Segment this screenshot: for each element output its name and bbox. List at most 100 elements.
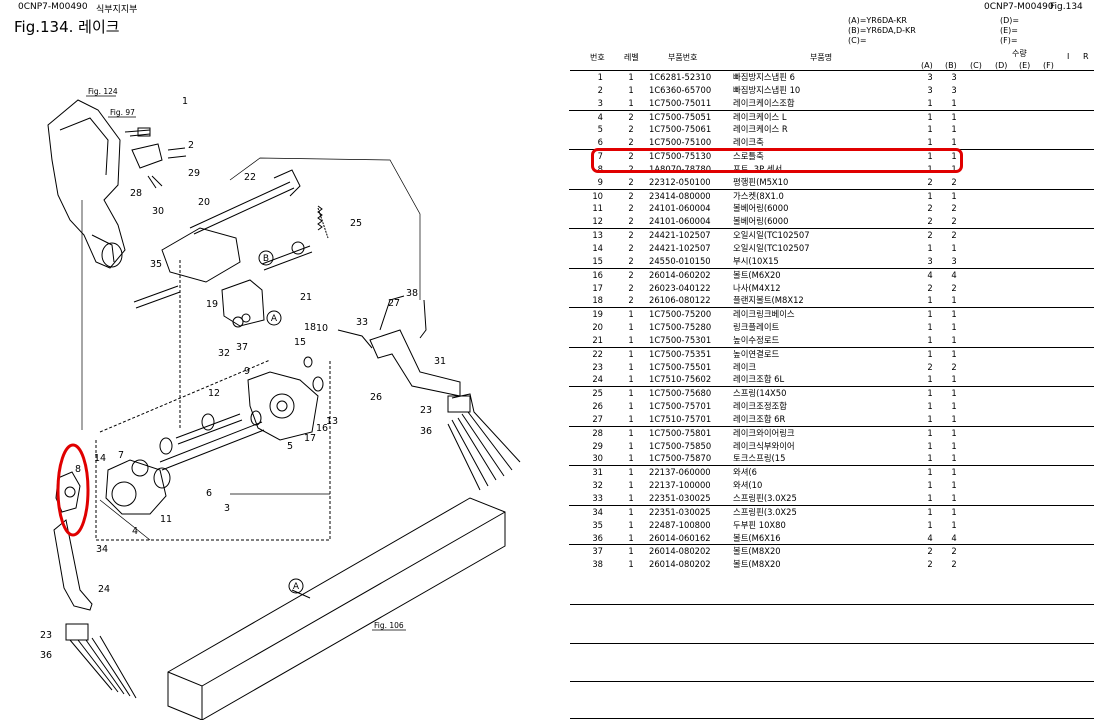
qty-b: 1 (951, 97, 957, 108)
part-number-index: 10 (592, 190, 603, 201)
qty-a: 4 (927, 532, 933, 543)
callout-15: 15 (294, 337, 306, 348)
part-code: 24550-010150 (649, 255, 711, 266)
table-row: 15 2 24550-010150 부시(10X15 3 3 (569, 255, 1094, 269)
part-number-index: 12 (592, 216, 603, 227)
part-number-index: 2 (597, 84, 603, 95)
qty-a: 2 (927, 176, 933, 187)
part-number-index: 18 (592, 295, 603, 306)
qty-b: 2 (951, 216, 957, 227)
callout-28: 28 (130, 188, 142, 199)
part-level: 1 (628, 506, 634, 517)
doc-code-right: 0CNP7-M00490 (984, 2, 1054, 12)
part-level: 1 (628, 309, 634, 320)
part-code: 1C7500-75870 (649, 453, 712, 464)
part-code: 26014-060162 (649, 532, 711, 543)
part-code: 1C7500-75061 (649, 124, 712, 135)
qty-a: 2 (927, 230, 933, 241)
part-level: 1 (628, 559, 634, 570)
qty-a: 1 (927, 309, 933, 320)
qty-a: 3 (927, 255, 933, 266)
part-level: 1 (628, 401, 634, 412)
callout-17: 17 (304, 433, 316, 444)
part-name: 오일시일(TC102507 (733, 230, 810, 241)
qty-b: 1 (951, 322, 957, 333)
part-name: 볼트(M6X16 (733, 532, 781, 543)
part-code: 1C7500-75130 (649, 151, 712, 162)
qty-b: 3 (951, 255, 957, 266)
part-name: 와셔(6 (733, 467, 758, 478)
part-number-index: 13 (592, 230, 603, 241)
part-name: 레이크링크베이스 (733, 309, 795, 320)
part-name: 볼베어링(6000 (733, 216, 789, 227)
qty-b: 1 (951, 506, 957, 517)
qty-a: 2 (927, 559, 933, 570)
parts-table: 1 1 1C6281-52310 빠짐방지스냅핀 6 3 3 2 1 1C636… (569, 71, 1094, 571)
part-code: 22137-060000 (649, 467, 711, 478)
table-row: 14 2 24421-102507 오일시일(TC102507 1 1 (569, 242, 1094, 255)
part-name: 플랜지볼트(M8X12 (733, 295, 804, 306)
table-row: 25 1 1C7500-75680 스프링(14X50 1 1 (569, 387, 1094, 400)
part-level: 1 (628, 348, 634, 359)
part-level: 2 (628, 216, 634, 227)
callout-5: 5 (287, 441, 293, 452)
part-number-index: 34 (592, 506, 603, 517)
qty-a: 1 (927, 493, 933, 503)
table-row: 27 1 1C7510-75701 레이크조합 6R 1 1 (569, 413, 1094, 427)
qty-b: 1 (951, 151, 957, 162)
part-code: 1C7500-75501 (649, 361, 712, 372)
table-row: 26 1 1C7500-75701 레이크조정조합 1 1 (569, 400, 1094, 413)
qty-b: 1 (951, 163, 957, 174)
table-row: 32 1 22137-100000 와셔(10 1 1 (569, 479, 1094, 492)
part-level: 1 (628, 440, 634, 451)
part-number-index: 22 (592, 348, 603, 359)
marker-circle-a2 (288, 578, 304, 594)
qty-b: 1 (951, 374, 957, 385)
part-name: 레이크와이어링크 (733, 427, 795, 438)
part-level: 2 (628, 137, 634, 148)
part-name: 빠짐방지스냅핀 10 (733, 84, 801, 95)
qty-a: 1 (927, 295, 933, 306)
part-name: 레이크축 (733, 137, 764, 148)
part-name: 스프링(14X50 (733, 388, 787, 399)
callout-9: 9 (244, 366, 250, 377)
part-number-index: 17 (592, 282, 603, 293)
callout-27: 27 (388, 298, 400, 309)
part-name: 레이크 (733, 361, 757, 372)
qty-a: 1 (927, 413, 933, 424)
qty-b: 1 (951, 467, 957, 478)
part-code: 1C7500-75801 (649, 427, 712, 438)
qty-b: 1 (951, 453, 957, 464)
table-row: 17 2 26023-040122 나사(M4X12 2 2 (569, 282, 1094, 295)
part-level: 1 (628, 413, 634, 424)
callout-left-36: 36 (40, 650, 52, 661)
part-number-index: 8 (597, 163, 603, 174)
table-row: 35 1 22487-100800 두부핀 10X80 1 1 (569, 519, 1094, 532)
part-number-index: 35 (592, 519, 603, 530)
part-name: 높이수정로드 (733, 334, 780, 345)
part-name: 레이크조합 6R (733, 413, 786, 424)
qty-a: 1 (927, 111, 933, 122)
part-code: 1C7510-75602 (649, 374, 712, 385)
table-row: 21 1 1C7500-75301 높이수정로드 1 1 (569, 334, 1094, 348)
part-level: 1 (628, 361, 634, 372)
qty-b: 1 (951, 242, 957, 253)
part-number-index: 27 (592, 413, 603, 424)
qty-b: 1 (951, 111, 957, 122)
callout-26: 26 (370, 392, 382, 403)
part-number-index: 11 (592, 203, 603, 214)
part-level: 2 (628, 176, 634, 187)
part-code: 1C6360-65700 (649, 84, 712, 95)
part-code: 1C7500-75100 (649, 137, 712, 148)
table-row: 24 1 1C7510-75602 레이크조합 6L 1 1 (569, 373, 1094, 388)
qty-b: 1 (951, 440, 957, 451)
callout-32: 32 (218, 348, 230, 359)
marker-circle-b (258, 250, 274, 266)
col-qty-c: (C) (970, 61, 982, 70)
exploded-diagram: B A A Fig. 124 Fig. 97 Fig. 106 12345678… (40, 87, 521, 720)
legend-b: (B)=YR6DA,D-KR (848, 26, 916, 35)
qty-a: 1 (927, 242, 933, 253)
part-name: 링크플레이트 (733, 322, 780, 333)
qty-a: 2 (927, 546, 933, 557)
qty-a: 1 (927, 190, 933, 201)
